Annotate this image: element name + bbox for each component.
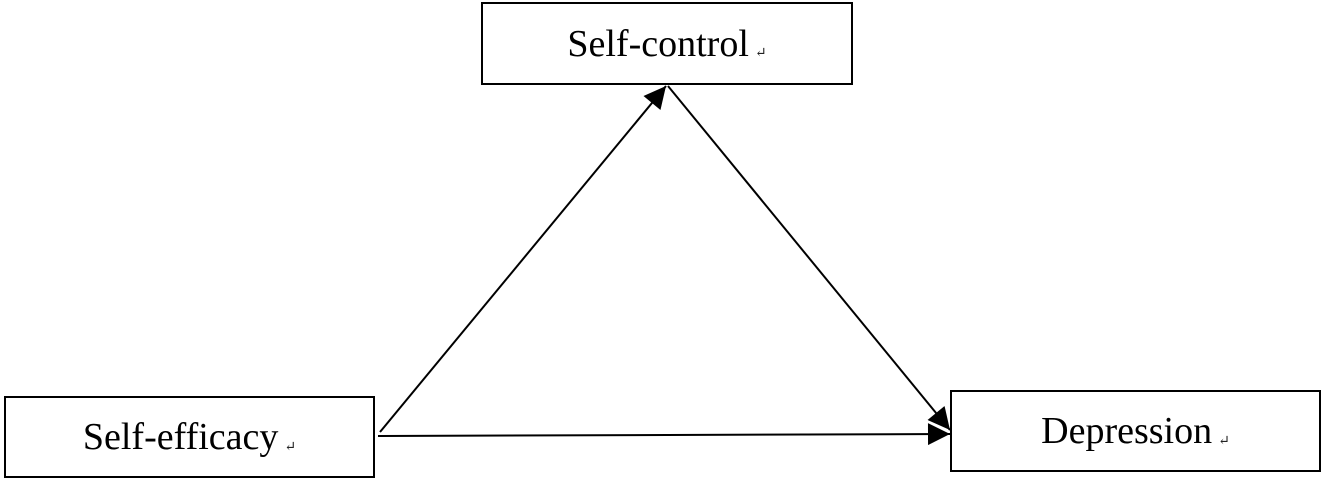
node-self-control-label: Self-control [567, 22, 749, 65]
arrow-control-to-depression [667, 85, 951, 431]
paragraph-mark-icon: ↵ [284, 439, 297, 455]
node-depression: Depression ↵ [950, 390, 1321, 472]
node-depression-label: Depression [1041, 410, 1213, 452]
node-self-efficacy: Self-efficacy ↵ [4, 396, 375, 478]
paragraph-mark-icon: ↵ [1218, 433, 1230, 449]
paragraph-mark-icon: ↵ [754, 46, 767, 61]
node-self-control: Self-control ↵ [481, 2, 853, 85]
node-self-efficacy-label: Self-efficacy [82, 416, 279, 458]
arrow-efficacy-to-depression [377, 423, 951, 446]
arrow-efficacy-to-control [379, 85, 667, 433]
